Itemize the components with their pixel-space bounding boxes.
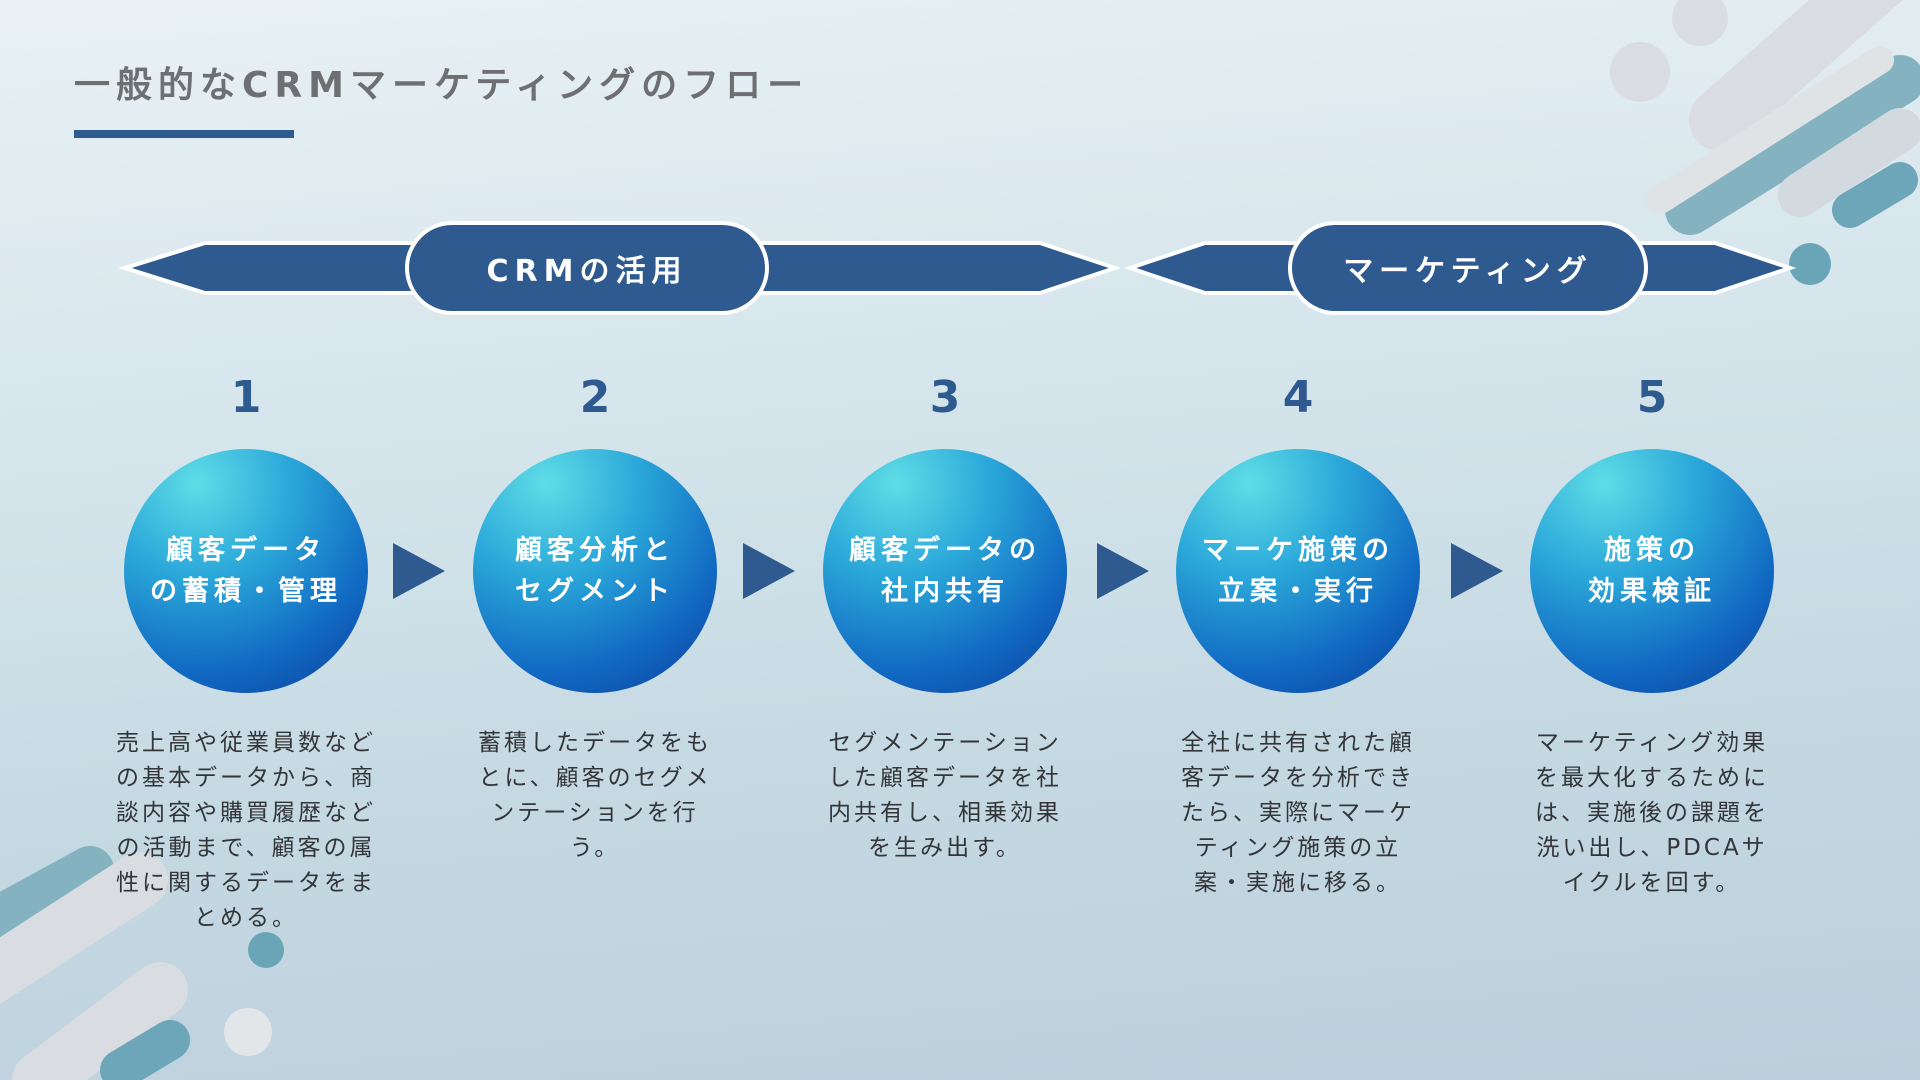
step-4-description: 全社に共有された顧 客データを分析でき たら、実際にマーケ ティング施策の立 案… <box>1181 730 1415 896</box>
phase-pill-marketing <box>1288 221 1648 315</box>
top-right-dot-light <box>1610 42 1670 102</box>
step-5-number: 5 <box>1636 372 1668 423</box>
step-1-description: 売上高や従業員数など の基本データから、商 談内容や購買履歴など の活動まで、顧… <box>116 730 376 931</box>
top-right-streaks <box>1646 0 1920 235</box>
step-5-circle: 施策の 効果検証 <box>1530 449 1774 693</box>
step-arrow-2-icon <box>743 543 795 599</box>
step-1-label: 顧客データ の蓄積・管理 <box>150 535 342 607</box>
page-title: 一般的なCRMマーケティングのフロー <box>74 65 810 106</box>
phase-pill-crm <box>405 221 769 315</box>
step-2-label: 顧客分析と セグメント <box>515 535 675 607</box>
step-4-circle: マーケ施策の 立案・実行 <box>1176 449 1420 693</box>
step-arrow-4-icon <box>1451 543 1503 599</box>
step-arrow-3-icon <box>1097 543 1149 599</box>
bottom-left-streaks <box>0 846 190 1080</box>
step-5-description: マーケティング効果 を最大化するために は、実施後の課題を 洗い出し、PDCAサ… <box>1535 730 1769 896</box>
bottom-left-dot-light <box>224 1008 272 1056</box>
step-1-number: 1 <box>230 372 262 423</box>
step-3-label: 顧客データの 社内共有 <box>849 535 1041 607</box>
step-2-circle: 顧客分析と セグメント <box>473 449 717 693</box>
step-3-description: セグメンテーション した顧客データを社 内共有し、相乗効果 を生み出す。 <box>828 730 1062 861</box>
step-4-label: マーケ施策の 立案・実行 <box>1202 535 1394 607</box>
step-2-number: 2 <box>579 372 611 423</box>
step-3-number: 3 <box>929 372 961 423</box>
bottom-left-dot <box>248 932 284 968</box>
step-2-description: 蓄積したデータをも とに、顧客のセグメ ンテーションを行 う。 <box>478 730 712 861</box>
step-3-circle: 顧客データの 社内共有 <box>823 449 1067 693</box>
step-5-label: 施策の 効果検証 <box>1588 535 1716 607</box>
step-1-circle: 顧客データ の蓄積・管理 <box>124 449 368 693</box>
phase-label-crm: CRMの活用 <box>486 254 688 289</box>
title-underline <box>74 130 294 138</box>
phase-label-marketing: マーケティング <box>1343 254 1593 289</box>
step-4-number: 4 <box>1282 372 1314 423</box>
step-arrow-1-icon <box>393 543 445 599</box>
top-right-dot <box>1789 243 1831 285</box>
